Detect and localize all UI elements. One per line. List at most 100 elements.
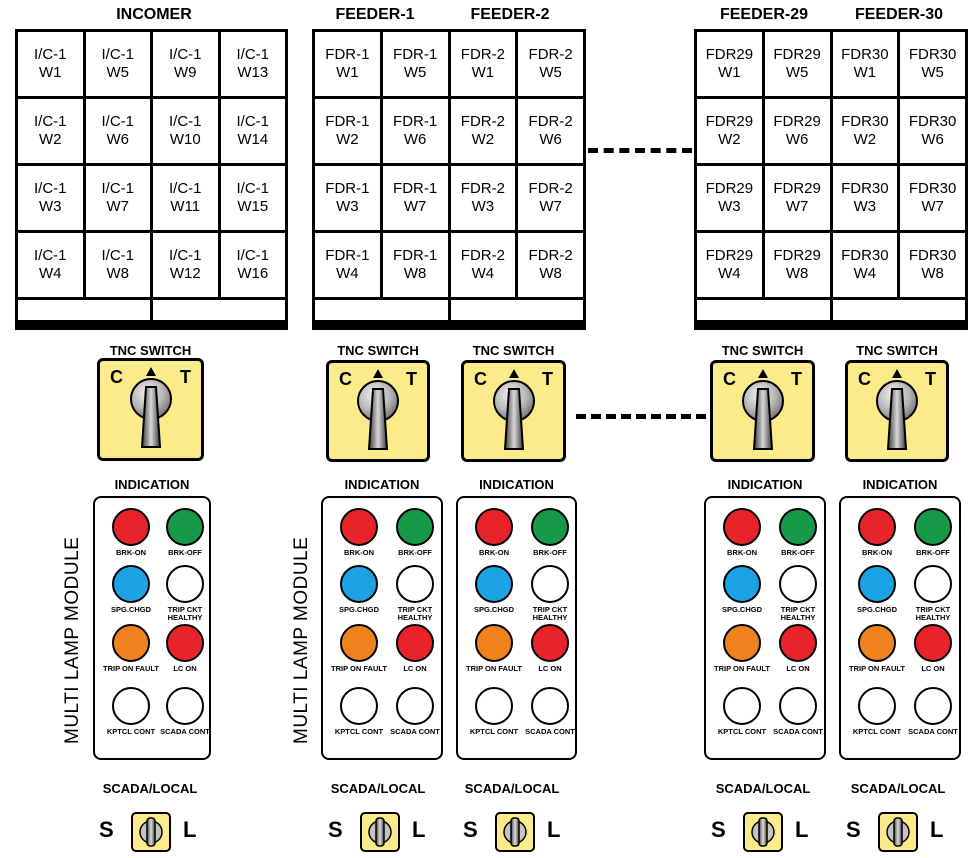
scada-local-switch-feeder-1[interactable] <box>360 812 400 852</box>
cell-line-1: FDR-2 <box>528 247 573 264</box>
cell-line-2: W9 <box>174 64 197 81</box>
indicator-lamp-label: BRK-ON <box>344 548 374 557</box>
indicator-lamp-label: KPTCL CONT <box>334 727 384 736</box>
cell-line-1: FDR29 <box>773 180 821 197</box>
indicator-lamp-label: TRIP ON FAULT <box>331 664 387 673</box>
tnc-close-label: C <box>110 367 123 387</box>
cell-line-2: W4 <box>718 265 741 282</box>
tnc-close-label: C <box>474 369 487 389</box>
indication-title-feeder-1: INDICATION <box>344 477 420 492</box>
indicator-lamp <box>340 508 378 546</box>
cell-line-1: I/C-1 <box>236 113 269 130</box>
indicator-lamp-label: BRK-ON <box>479 548 509 557</box>
indicator-lamp <box>858 624 896 662</box>
cell-line-2: W7 <box>785 198 809 215</box>
grid-blank-cell <box>18 300 150 320</box>
indicator-lamp <box>858 687 896 725</box>
indicator-lamp-label: TRIP ON FAULT <box>849 664 905 673</box>
local-label-feeder-29: L <box>795 817 809 842</box>
indicator-lamp-label: BRK-OFF <box>168 548 202 557</box>
indicator-lamp-label: SPG.CHGD <box>473 605 514 614</box>
cell-line-2: W5 <box>403 64 427 81</box>
tnc-knob-icon[interactable] <box>121 363 181 453</box>
indicator-lamp <box>531 687 569 725</box>
scada-local-switch-incomer[interactable] <box>131 812 171 852</box>
cell-line-2: W4 <box>336 265 359 282</box>
cell-line-2: W8 <box>403 265 427 282</box>
indicator-lamp <box>166 624 204 662</box>
cell-line-2: W2 <box>471 131 495 148</box>
indicator-lamp <box>112 624 150 662</box>
grid-blank-cell <box>315 300 448 320</box>
selector-knob-icon <box>139 817 163 847</box>
indicator-lamp-label: SPG.CHGD <box>110 605 151 614</box>
indicator-lamp <box>340 624 378 662</box>
scada-local-switch-feeder-2[interactable] <box>495 812 535 852</box>
cell-line-2: W7 <box>921 198 944 215</box>
tnc-knob-icon[interactable] <box>733 365 793 455</box>
cell-line-1: FDR29 <box>705 247 754 264</box>
cell-line-1: FDR30 <box>908 180 957 197</box>
tnc-knob-icon[interactable] <box>867 365 927 455</box>
indicator-lamp <box>340 687 378 725</box>
scada-local-switch-feeder-30[interactable] <box>878 812 918 852</box>
cell-line-1: FDR-2 <box>528 180 573 197</box>
cell-line-2: W7 <box>539 198 562 215</box>
tnc-title-incomer: TNC SWITCH <box>109 343 192 358</box>
indicator-lamp <box>166 508 204 546</box>
cell-line-1: I/C-1 <box>101 247 134 264</box>
indicator-lamp-label: LC ON <box>173 664 197 673</box>
cell-line-2: W14 <box>237 131 269 148</box>
cell-line-2: W4 <box>471 265 495 282</box>
indicator-lamp-label: SCADA CONT <box>773 727 823 736</box>
indicator-lamp <box>531 508 569 546</box>
indicator-lamp-label: TRIP CKT HEALTHY <box>167 605 203 622</box>
cell-line-1: FDR30 <box>841 247 889 264</box>
scada-local-switch-feeder-29[interactable] <box>743 812 783 852</box>
tnc-title-feeder-1: TNC SWITCH <box>337 343 419 358</box>
multi-lamp-module-label-incomer: MULTI LAMP MODULE <box>62 536 83 744</box>
tnc-trip-label: T <box>791 369 802 389</box>
indicator-lamp <box>475 624 513 662</box>
cell-line-1: FDR-1 <box>393 247 438 264</box>
indicator-lamp <box>531 565 569 603</box>
indicator-lamp <box>475 565 513 603</box>
cell-line-1: I/C-1 <box>101 46 134 63</box>
tnc-trip-label: T <box>180 367 191 387</box>
cell-line-2: W8 <box>539 265 562 282</box>
indicator-lamp <box>779 565 817 603</box>
scada-label-feeder-1: S <box>328 817 343 842</box>
cell-line-1: FDR-1 <box>393 180 438 197</box>
indicator-lamp-label: SCADA CONT <box>908 727 958 736</box>
cell-line-1: FDR-1 <box>325 113 370 130</box>
tnc-knob-icon[interactable] <box>484 365 544 455</box>
cell-line-1: I/C-1 <box>101 180 134 197</box>
tnc-knob-icon[interactable] <box>348 365 408 455</box>
cell-line-1: FDR30 <box>908 247 957 264</box>
indicator-lamp-label: SPG.CHGD <box>338 605 379 614</box>
cell-line-2: W3 <box>336 198 359 215</box>
cell-line-1: FDR-2 <box>528 46 573 63</box>
